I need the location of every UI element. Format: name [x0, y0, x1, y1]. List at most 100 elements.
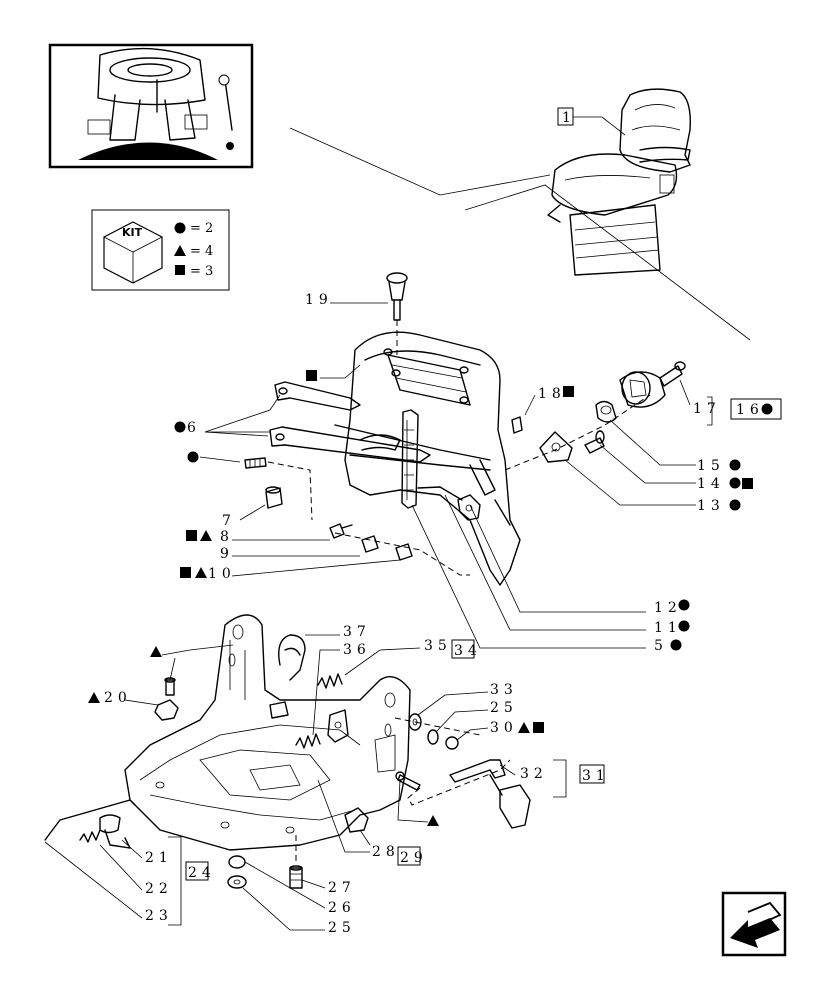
bracket-28[interactable]	[344, 807, 369, 833]
label-30: 30	[490, 720, 518, 736]
label-27: 27	[328, 880, 356, 896]
pin-14[interactable]	[584, 430, 605, 454]
label-18: 18	[538, 386, 566, 402]
seat-pan[interactable]	[124, 614, 411, 851]
label-20: 20	[104, 690, 132, 706]
bracket-13[interactable]	[539, 431, 573, 463]
label-31: 31	[582, 768, 610, 784]
label-34: 34	[454, 643, 482, 659]
coil-spring-lower[interactable]	[295, 733, 321, 749]
nut-30[interactable]	[445, 736, 459, 750]
stud-bolt[interactable]	[244, 457, 267, 469]
label-7: 7	[222, 513, 236, 529]
label-10: 10	[208, 566, 236, 582]
circle-symbol	[761, 403, 773, 415]
washer-25-lower[interactable]	[227, 875, 247, 889]
strap-lower[interactable]	[269, 426, 431, 463]
square-symbol	[175, 265, 185, 275]
spring-22[interactable]	[79, 829, 101, 843]
nut-20[interactable]	[154, 699, 179, 721]
circle-symbol	[729, 477, 741, 489]
square-symbol	[180, 567, 191, 578]
label-37: 37	[343, 624, 371, 640]
lever-rod[interactable]	[417, 486, 463, 501]
triangle-symbol	[150, 646, 162, 657]
square-symbol	[186, 530, 197, 541]
stud-20[interactable]	[164, 677, 176, 696]
label-15: 15	[697, 458, 725, 474]
label-35: 35	[424, 638, 452, 654]
circle-symbol	[187, 451, 199, 463]
nut-10[interactable]	[395, 543, 413, 561]
kit-legend: KIT = 2 = 4 = 3	[91, 209, 230, 291]
kit-square-count: = 3	[190, 264, 213, 279]
label-14: 14	[697, 476, 725, 492]
handwheel-16[interactable]	[619, 371, 666, 408]
label-23: 23	[145, 908, 173, 924]
bolt-27[interactable]	[289, 835, 303, 889]
kit-cube-icon	[103, 221, 163, 284]
spacer-7[interactable]	[265, 486, 283, 509]
coil-spring-upper[interactable]	[317, 673, 343, 689]
bracket-35[interactable]	[327, 709, 349, 743]
kit-label: KIT	[122, 226, 143, 239]
square-symbol	[563, 386, 574, 397]
circle-symbol	[678, 620, 690, 632]
label-29: 29	[400, 850, 428, 866]
label-16: 16	[736, 402, 764, 418]
tractor-thumbnail[interactable]	[48, 43, 254, 169]
label-17: 17	[693, 401, 721, 417]
square-symbol	[742, 478, 753, 489]
circle-symbol	[729, 459, 741, 471]
bolt-19[interactable]	[386, 272, 408, 355]
screw-17[interactable]	[659, 361, 686, 387]
strap-upper[interactable]	[274, 381, 361, 411]
lever-32[interactable]	[449, 759, 531, 829]
label-25-upper: 25	[490, 700, 518, 716]
label-36: 36	[343, 642, 371, 658]
label-32: 32	[520, 766, 548, 782]
square-symbol	[533, 722, 544, 733]
label-12: 12	[654, 600, 682, 616]
label-26: 26	[328, 900, 356, 916]
triangle-symbol	[518, 722, 530, 733]
pad-18[interactable]	[511, 416, 523, 434]
rod-23[interactable]	[44, 799, 136, 841]
spacer-9[interactable]	[361, 535, 379, 553]
circle-symbol	[729, 499, 741, 511]
spring-37[interactable]	[278, 634, 306, 681]
slide-rail[interactable]	[401, 409, 419, 509]
washer-25-upper[interactable]	[427, 729, 439, 745]
kit-triangle-count: = 4	[190, 244, 213, 259]
seat-assembly: 1	[289, 88, 751, 341]
knob-15[interactable]	[595, 400, 617, 423]
previous-page-arrow-icon[interactable]	[721, 891, 787, 957]
clip-21[interactable]	[99, 814, 131, 849]
label-25-lower: 25	[328, 920, 356, 936]
label-19: 19	[305, 292, 333, 308]
label-21: 21	[145, 850, 173, 866]
square-symbol	[306, 370, 317, 381]
screw-8[interactable]	[329, 523, 353, 539]
label-13: 13	[697, 498, 725, 514]
triangle-symbol	[200, 530, 212, 541]
cap-26[interactable]	[228, 855, 246, 869]
circle-symbol	[174, 421, 186, 433]
label-33: 33	[490, 682, 518, 698]
label-24: 24	[188, 865, 216, 881]
backrest-frame[interactable]	[334, 331, 521, 586]
label-6: 6	[187, 420, 201, 436]
label-1: 1	[562, 110, 576, 126]
triangle-symbol	[88, 692, 100, 703]
triangle-symbol	[427, 815, 439, 826]
label-8: 8	[220, 529, 234, 545]
circle-symbol	[174, 222, 186, 234]
label-11: 11	[654, 620, 682, 636]
label-5: 5	[654, 638, 668, 654]
clip-11[interactable]	[457, 494, 481, 521]
triangle-symbol	[195, 567, 207, 578]
label-9: 9	[220, 546, 234, 562]
label-22: 22	[145, 881, 173, 897]
circle-symbol	[678, 599, 690, 611]
